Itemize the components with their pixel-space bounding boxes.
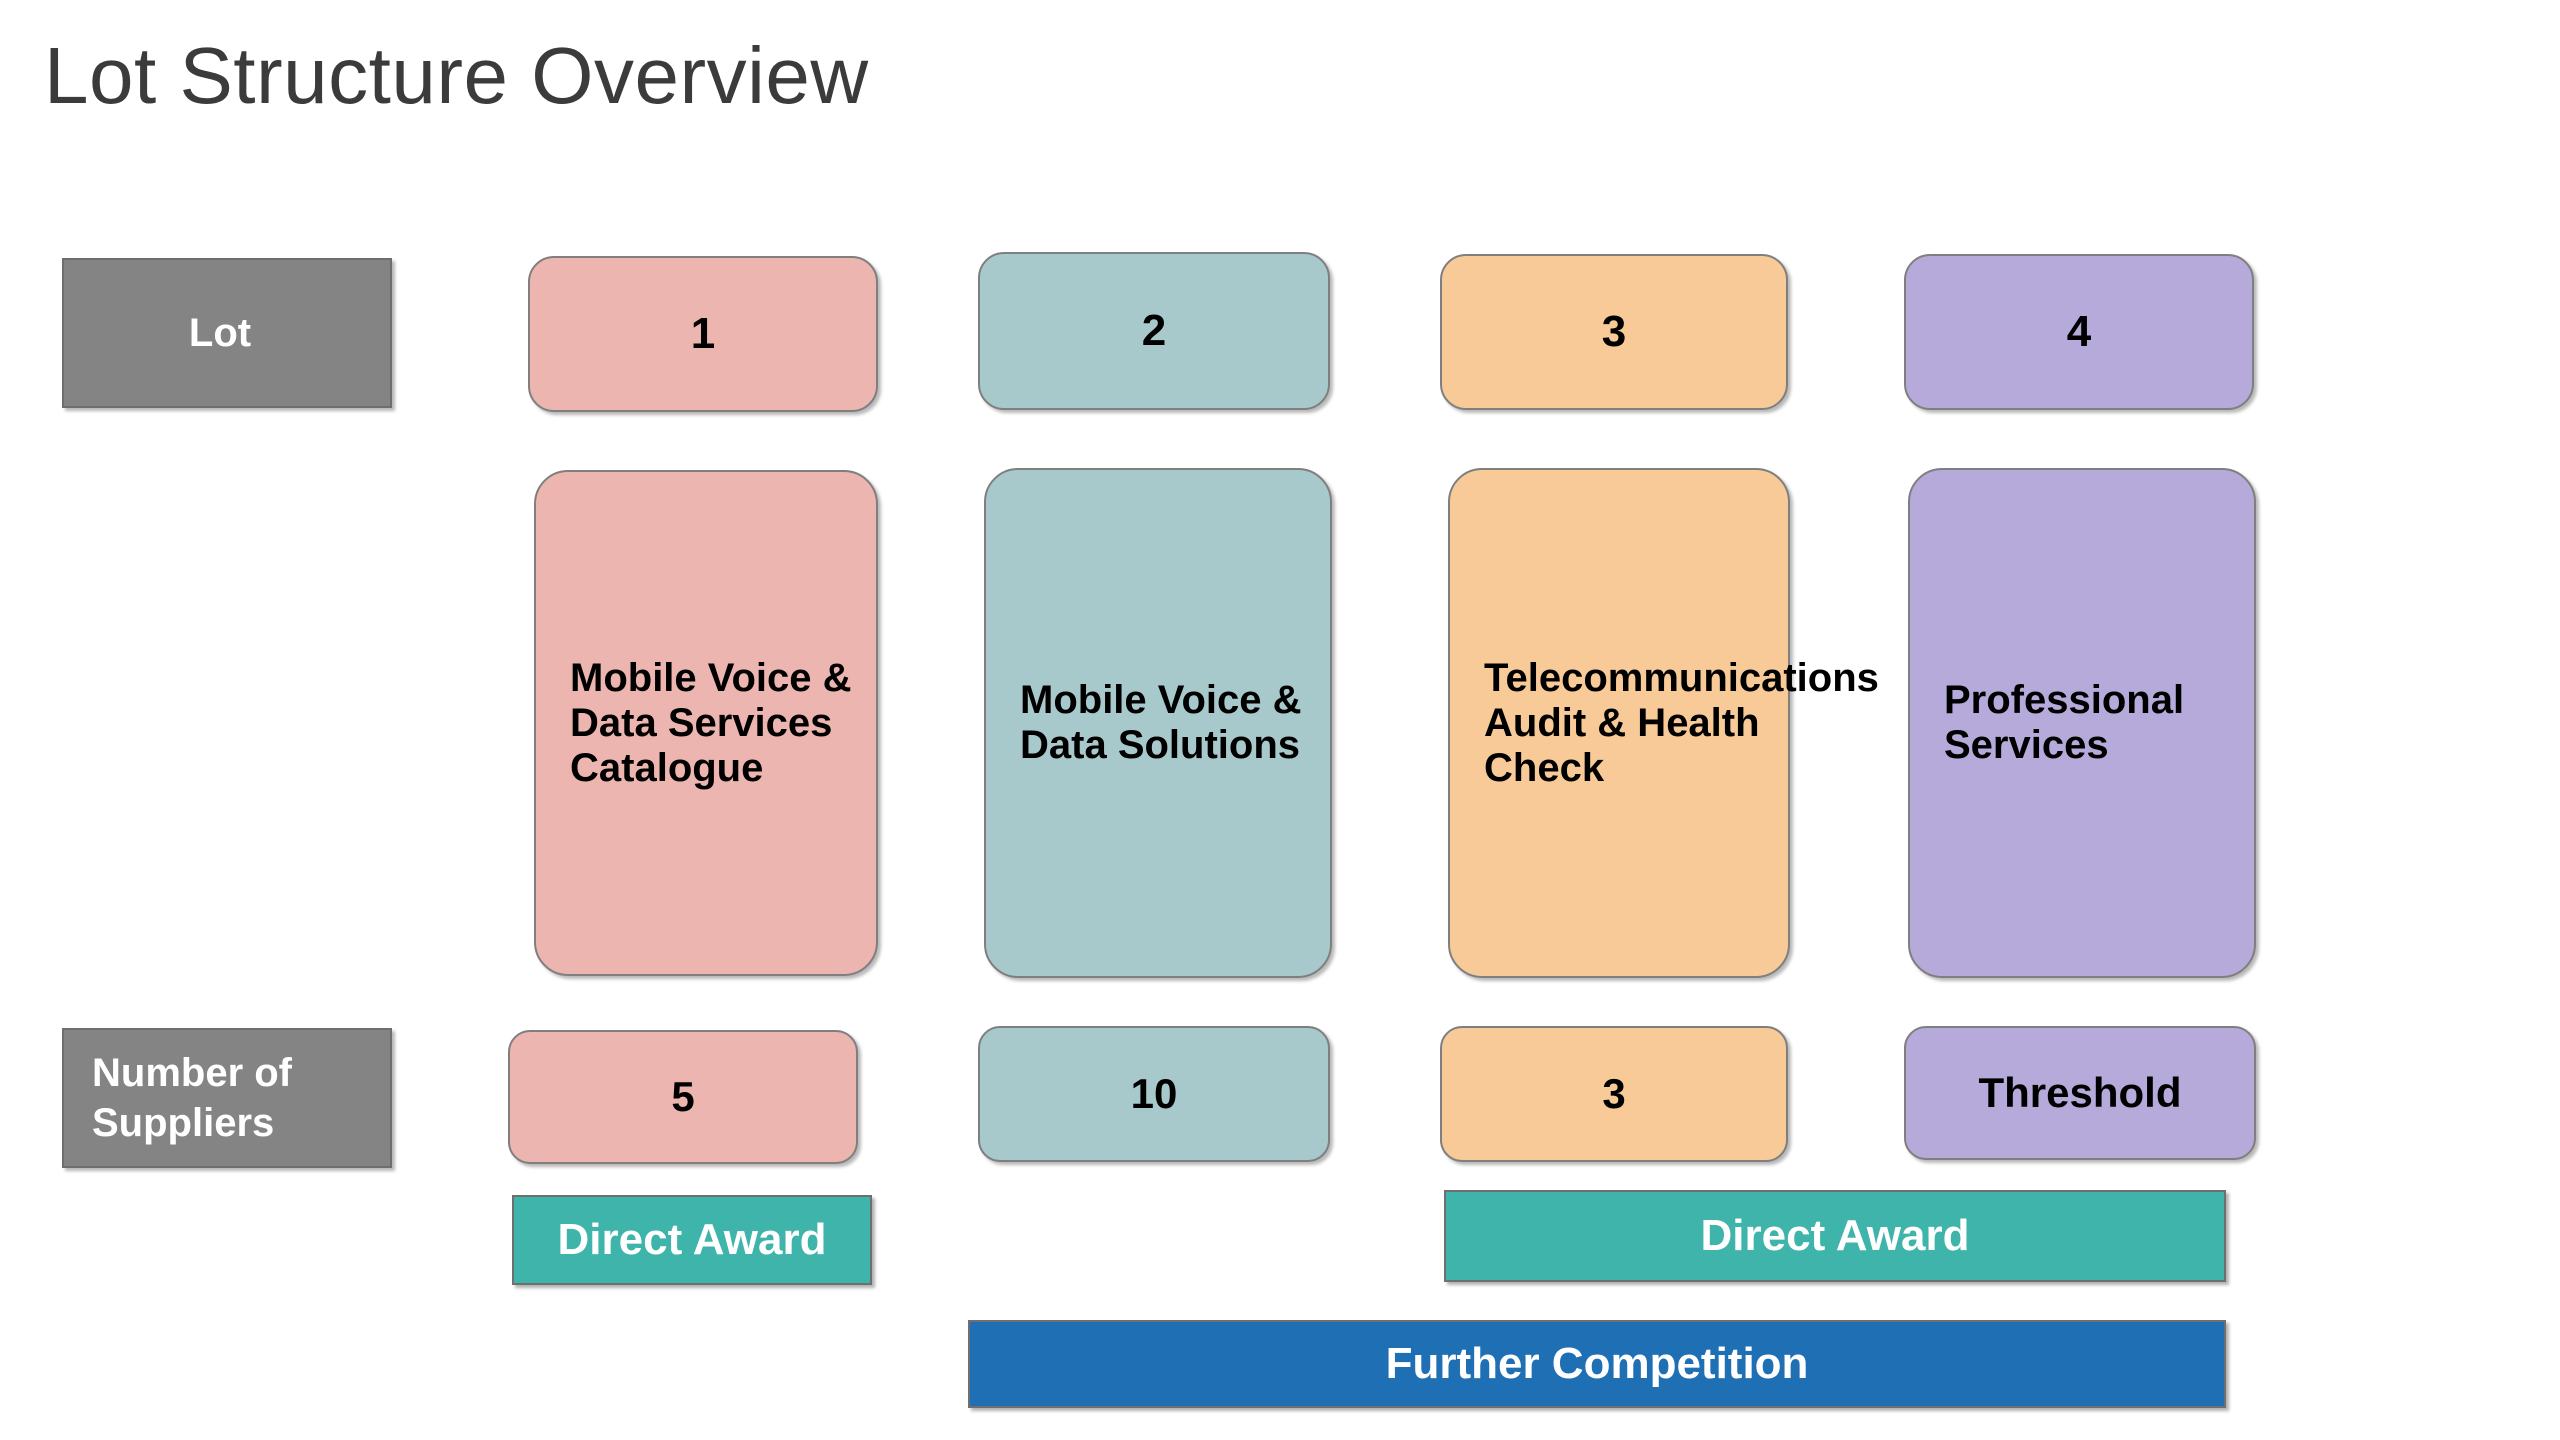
supplier-count-1-text: 5 [671,1073,695,1120]
lot-number-2: 2 [1141,306,1167,355]
further-competition-bar[interactable]: Further Competition [968,1320,2226,1408]
row-label-suppliers: Number of Suppliers [62,1028,392,1168]
row-label-suppliers-text: Number of Suppliers [92,1051,292,1145]
lot-description-3-text: Telecommunications Audit & Health Check [1484,655,1879,790]
lot-number-4: 4 [2066,307,2092,356]
direct-award-bar-lot1[interactable]: Direct Award [512,1195,872,1285]
direct-award-bar-lot3-4-label: Direct Award [1700,1211,1970,1260]
lot-header-1[interactable]: 1 [528,256,878,412]
supplier-count-4-text: Threshold [1978,1069,2182,1116]
lot-number-1: 1 [690,309,716,358]
further-competition-bar-label: Further Competition [1385,1339,1809,1388]
lot-description-4[interactable]: Professional Services [1908,468,2256,978]
lot-header-3[interactable]: 3 [1440,254,1788,410]
supplier-count-4[interactable]: Threshold [1904,1026,2256,1160]
lot-description-4-text: Professional Services [1944,678,2185,767]
supplier-count-2-text: 10 [1130,1070,1178,1117]
row-label-lot-text: Lot [188,311,252,355]
lot-description-1-text: Mobile Voice & Data Services Catalogue [570,655,852,790]
lot-header-4[interactable]: 4 [1904,254,2254,410]
direct-award-bar-lot3-4[interactable]: Direct Award [1444,1190,2226,1282]
page-title: Lot Structure Overview [44,31,869,120]
supplier-count-3-text: 3 [1602,1070,1626,1117]
lot-description-1[interactable]: Mobile Voice & Data Services Catalogue [534,470,878,976]
supplier-count-3[interactable]: 3 [1440,1026,1788,1162]
lot-description-2[interactable]: Mobile Voice & Data Solutions [984,468,1332,978]
lot-number-3: 3 [1601,307,1627,356]
direct-award-bar-lot1-label: Direct Award [557,1215,827,1264]
lot-description-3[interactable]: Telecommunications Audit & Health Check [1448,468,1879,978]
lot-description-2-text: Mobile Voice & Data Solutions [1020,678,1302,767]
supplier-count-1[interactable]: 5 [508,1030,858,1164]
row-label-lot: Lot [62,258,392,408]
supplier-count-2[interactable]: 10 [978,1026,1330,1162]
lot-header-2[interactable]: 2 [978,252,1330,410]
